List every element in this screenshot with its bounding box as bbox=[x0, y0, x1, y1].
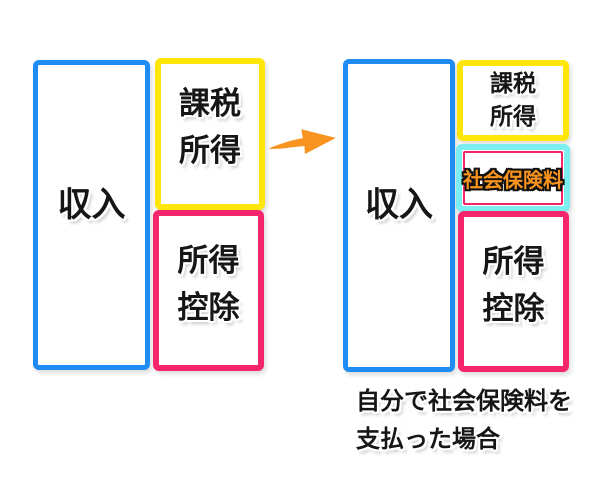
taxable-income-line2-before: 所得 bbox=[179, 133, 241, 169]
taxable-income-line2-after: 所得 bbox=[490, 103, 536, 130]
taxable-income-label-after: 課税 所得 bbox=[490, 68, 536, 134]
income-label-before: 収入 bbox=[57, 184, 126, 225]
taxable-income-label-before: 課税 所得 bbox=[179, 81, 241, 175]
deduction-line1-before: 所得 bbox=[177, 242, 240, 279]
caption-line-1: 自分で社会保険料を bbox=[356, 387, 572, 415]
taxable-income-line1-after: 課税 bbox=[490, 70, 536, 97]
income-box-before: 収入 bbox=[33, 60, 150, 370]
right-arrow-icon bbox=[265, 115, 346, 164]
social-insurance-box: 社会保険料 bbox=[456, 144, 570, 212]
taxable-income-box-after: 課税 所得 bbox=[457, 60, 569, 141]
social-insurance-label: 社会保険料 bbox=[463, 167, 563, 192]
social-insurance-inner-outline bbox=[463, 151, 563, 205]
taxable-income-box-before: 課税 所得 bbox=[155, 58, 265, 210]
deduction-box-after: 所得 控除 bbox=[458, 211, 569, 372]
deduction-line2-before: 控除 bbox=[177, 289, 240, 326]
deduction-line1-after: 所得 bbox=[482, 243, 545, 280]
deduction-line2-after: 控除 bbox=[482, 290, 545, 327]
income-label-after: 収入 bbox=[365, 185, 433, 225]
deduction-label-after: 所得 控除 bbox=[483, 239, 545, 333]
deduction-box-before: 所得 控除 bbox=[153, 210, 264, 371]
caption-line-2: 支払った場合 bbox=[356, 425, 500, 453]
income-box-after: 収入 bbox=[343, 59, 455, 372]
deduction-label-before: 所得 控除 bbox=[178, 238, 240, 332]
taxable-income-line1-before: 課税 bbox=[179, 86, 241, 122]
caption: 自分で社会保険料を 支払った場合 bbox=[356, 382, 596, 458]
